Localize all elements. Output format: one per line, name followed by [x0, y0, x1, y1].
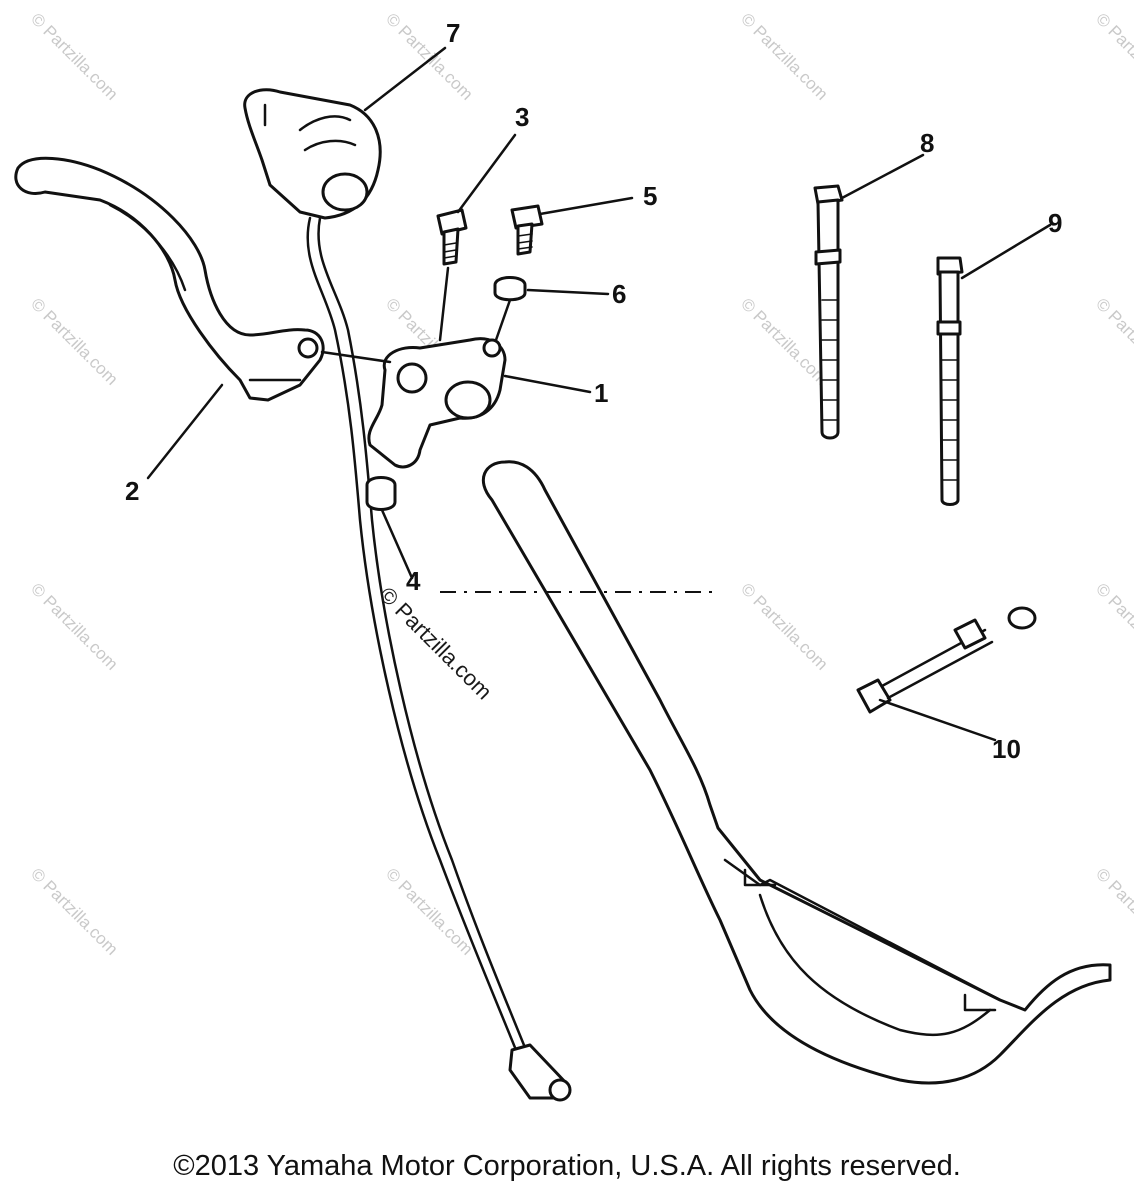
watermark: © Partzilla.com	[737, 294, 831, 388]
callout-3: 3	[515, 102, 529, 132]
watermark: © Partzilla.com	[382, 864, 476, 958]
callout-7: 7	[446, 18, 460, 48]
bolt-5	[510, 204, 544, 256]
watermark: © Partzilla.com	[1092, 864, 1134, 958]
copyright-notice: ©2013 Yamaha Motor Corporation, U.S.A. A…	[173, 1150, 961, 1182]
cable-tie-9	[936, 256, 964, 506]
washer-6	[493, 276, 527, 342]
callout-1: 1	[594, 378, 608, 408]
clutch-switch	[243, 88, 572, 1102]
watermark: © Partzilla.com	[27, 9, 121, 103]
watermark: © Partzilla.com	[27, 864, 121, 958]
callout-2: 2	[125, 476, 139, 506]
watermark: © Partzilla.com	[27, 579, 121, 673]
watermark: © Partzilla.com	[1092, 579, 1134, 673]
callout-6: 6	[612, 279, 626, 309]
watermark: © Partzilla.com	[737, 9, 831, 103]
watermark: © Partzilla.com	[382, 9, 476, 103]
callout-numbers: 1 2 3 4 5 6 7 8 9 10	[125, 18, 1062, 764]
callout-8: 8	[920, 128, 934, 158]
nut-4	[365, 476, 397, 511]
watermark: © Partzilla.com	[27, 294, 121, 388]
watermark: © Partzilla.com	[737, 579, 831, 673]
leader-lines	[146, 46, 1052, 742]
callout-10: 10	[992, 734, 1021, 764]
cable-tie-8	[813, 184, 844, 440]
callout-5: 5	[643, 181, 657, 211]
callout-4: 4	[406, 566, 421, 596]
watermark: © Partzilla.com	[1092, 9, 1134, 103]
center-watermark: © Partzilla.com	[374, 582, 497, 705]
clutch-lever	[14, 156, 325, 402]
cable-10	[856, 606, 1037, 714]
watermark-grid: © Partzilla.com © Partzilla.com © Partzi…	[27, 9, 1134, 958]
bolt-3	[436, 208, 468, 342]
handlebar	[481, 460, 1112, 1085]
callout-9: 9	[1048, 208, 1062, 238]
lever-holder	[320, 337, 507, 469]
watermark: © Partzilla.com	[1092, 294, 1134, 388]
